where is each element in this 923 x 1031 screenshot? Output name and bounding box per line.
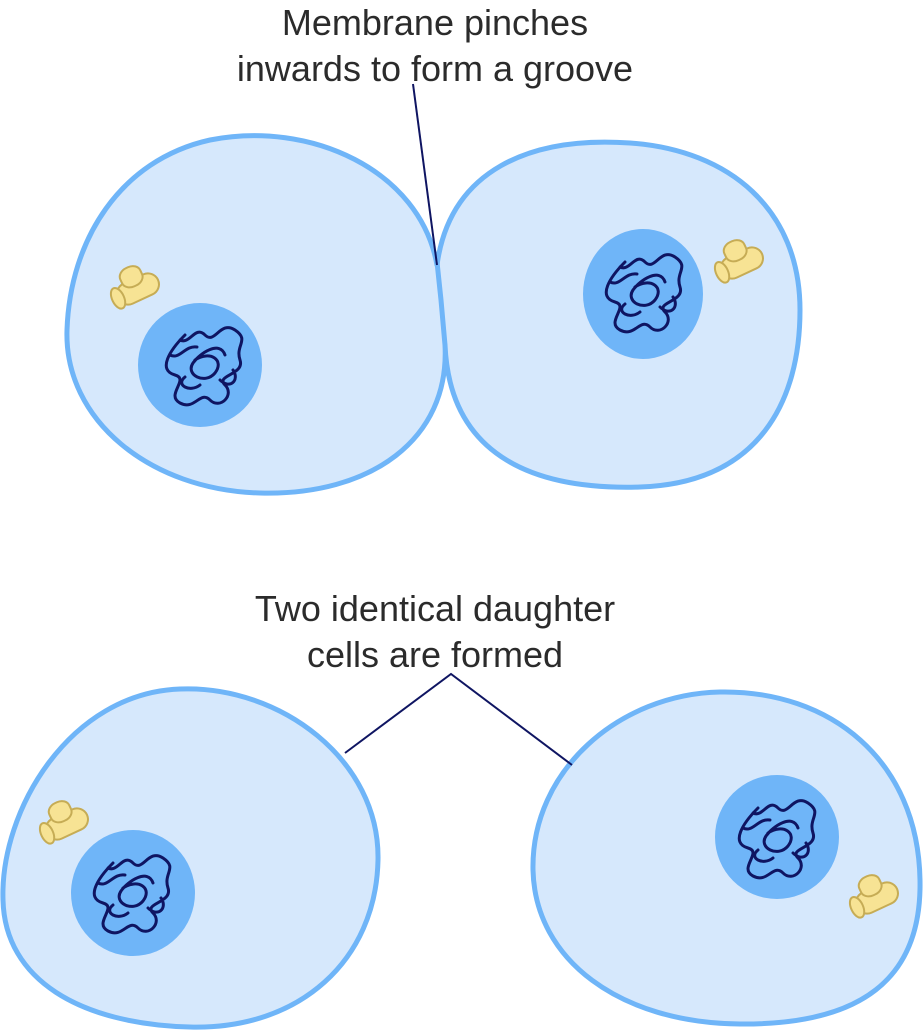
groove-label-line1: Membrane pinches <box>281 2 589 43</box>
nucleus <box>71 830 195 956</box>
leader-line-groove <box>412 83 438 266</box>
nucleus <box>715 775 839 899</box>
daughter-cell-right <box>530 689 923 1027</box>
daughter-cells-label: Two identical daughter cells are formed <box>185 586 685 678</box>
dividing-cell <box>64 133 803 496</box>
leader-line-daughter-cells <box>344 672 573 766</box>
groove-label: Membrane pinches inwards to form a groov… <box>185 0 685 92</box>
nucleus <box>583 229 703 359</box>
cleavage-furrow <box>434 261 448 346</box>
daughter-cell-left <box>0 686 381 1030</box>
daughter-cells-label-line2: cells are formed <box>306 634 564 675</box>
groove-label-line2: inwards to form a groove <box>236 48 634 89</box>
daughter-cells-label-line1: Two identical daughter <box>254 588 616 629</box>
daughter-cell-membrane <box>0 686 381 1030</box>
nucleus <box>138 303 262 427</box>
